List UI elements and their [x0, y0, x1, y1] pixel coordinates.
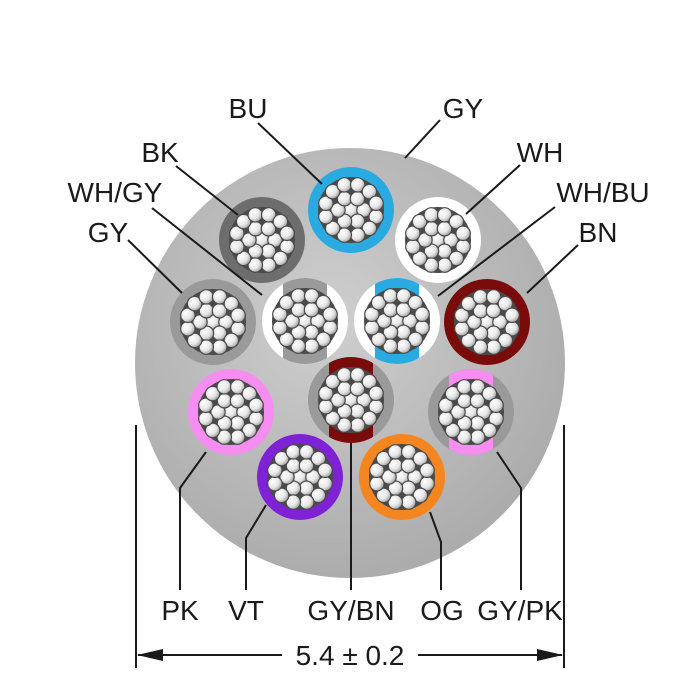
label-gy-top: GY: [443, 93, 484, 124]
leader-wh-gy: [151, 207, 263, 296]
leader-bn: [526, 244, 579, 294]
label-wh: WH: [517, 137, 564, 168]
label-bk: BK: [141, 137, 179, 168]
conductor-bn: [444, 279, 530, 365]
conductor-gy-pk-strands: [438, 379, 504, 445]
conductor-bu-strands: [318, 177, 384, 243]
conductor-wh-gy-strands: [272, 288, 338, 354]
leader-og: [429, 511, 442, 590]
label-pk: PK: [161, 595, 199, 626]
dimension-label: 5.4 ± 0.2: [296, 640, 405, 671]
leader-wh: [465, 164, 521, 215]
conductor-bn-strands: [454, 289, 520, 355]
conductor-pk: [188, 369, 274, 455]
label-wh-bu: WH/BU: [556, 177, 649, 208]
leader-wh-bu: [437, 206, 556, 297]
conductor-wh-strands: [405, 207, 471, 273]
label-bn: BN: [579, 217, 618, 248]
leader-bu: [257, 122, 323, 185]
label-gy-pk: GY/PK: [477, 595, 563, 626]
conductor-pk-strands: [198, 379, 264, 445]
leader-gy-pk: [496, 451, 522, 590]
leader-gy-left: [127, 239, 183, 294]
label-gy-left: GY: [88, 217, 129, 248]
conductor-bk: [219, 197, 305, 283]
dimension-arrow-right: [537, 649, 563, 661]
leader-pk: [179, 451, 207, 590]
leader-gy-top: [404, 119, 441, 159]
conductor-bu: [308, 167, 394, 253]
conductor-gy: [170, 279, 256, 365]
dimension-arrow-left: [137, 649, 163, 661]
label-gy-bn: GY/BN: [307, 595, 394, 626]
conductor-gy-bn-strands: [318, 367, 384, 433]
conductor-wh-bu: [354, 278, 440, 364]
conductor-gy-pk: [428, 369, 514, 455]
conductor-gy-bn: [308, 357, 394, 443]
leader-vt: [245, 504, 267, 590]
conductor-gy-strands: [180, 289, 246, 355]
label-vt: VT: [228, 595, 264, 626]
label-bu: BU: [229, 93, 268, 124]
conductor-vt: [257, 434, 343, 520]
conductor-og: [359, 434, 445, 520]
conductor-wh-bu-strands: [364, 288, 430, 354]
leader-bk: [175, 165, 239, 216]
conductor-wh: [395, 197, 481, 283]
conductor-og-strands: [369, 444, 435, 510]
conductor-wh-gy: [262, 278, 348, 364]
label-wh-gy: WH/GY: [68, 177, 163, 208]
conductor-vt-strands: [267, 444, 333, 510]
label-og: OG: [420, 595, 464, 626]
conductor-bk-strands: [229, 207, 295, 273]
